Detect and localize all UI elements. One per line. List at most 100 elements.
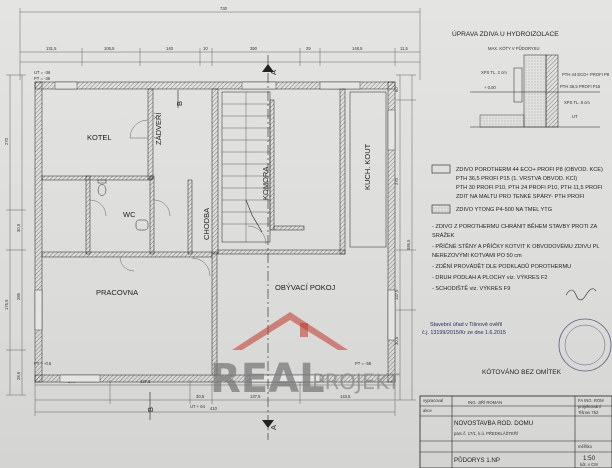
- note-1: - ZDIVO Z POROTHERMU CHRÁNIT BĚHEM STAVB…: [432, 222, 598, 230]
- approval-stamp-line2: č.j. 13199/2015/Kr ze dne 1.6.2015: [422, 330, 506, 336]
- section-marker-a-bottom: A: [269, 425, 278, 430]
- detail-label-pth44: PTH 44 ECO+ PROFI P8: [562, 72, 610, 77]
- legend-item-3: PTH 30 PROFI P10, PTH 24 PROFI P10, PTH …: [456, 185, 603, 191]
- dim-left-4: 175,5: [4, 299, 9, 310]
- room-label-chodba: CHODBA: [202, 208, 211, 240]
- dim-right-3: 586,5: [406, 239, 411, 250]
- level-label-4: UT + 64: [190, 404, 206, 409]
- title-block-firm2: projektování: [578, 404, 602, 409]
- logo-real-text: REAL: [210, 356, 325, 402]
- detail-level: + 0,00: [484, 85, 496, 90]
- official-round-stamp: [558, 318, 612, 372]
- door-swings: [89, 119, 267, 277]
- title-block-parcel: parc.č. 17/1, k.ú. PŘEDKLÁŠTEŘÍ: [454, 431, 519, 436]
- dim-left-1: 270: [4, 137, 9, 145]
- dim-top-8: 11,5: [400, 46, 409, 51]
- komora-wall: [269, 99, 275, 231]
- legend-item-4: ZDIT NA MALTU PRO TENKÉ SPÁRY- PTH PROFI: [456, 193, 585, 200]
- kotovano-note: KÓTOVÁNO BEZ OMÍTEK: [482, 367, 562, 376]
- internal-walls: [41, 88, 346, 376]
- detail-waterproofing: ÚPRAVA ZDIVA U HYDROIZOLACE MAX. KÓTY V …: [452, 29, 610, 128]
- note-3: - PŘÍČNÉ STĚNY A PŘÍČKY KOTVIT K OBVODOV…: [432, 242, 600, 250]
- room-label-zadveri: ZÁDVEŘÍ: [154, 112, 163, 145]
- dim-top-4: 10: [203, 46, 208, 51]
- section-line-b: [149, 90, 179, 420]
- title-block-address: Tišnov 752: [578, 410, 599, 415]
- dim-left-3: 30,5: [16, 223, 21, 232]
- level-label-2: PT = -36: [34, 76, 51, 81]
- detail-subtitle: MAX. KÓTY V PŮDORYSU: [488, 46, 540, 51]
- legend-item-2: PTH 36,5 PROFI P15 (1. VRSTVA OBVOD. KCÍ…: [456, 175, 577, 182]
- legend-swatch-porotherm: [431, 164, 451, 174]
- material-legend: ZDIVO POROTHERM 44 ECO+ PROFI P8 (OBVOD.…: [431, 164, 603, 214]
- title-block-vypracoval-label: vypracoval: [423, 398, 443, 403]
- room-label-komora: KOMORA: [261, 167, 270, 200]
- floor-level-labels: UT = -36 PT = -36 PT + -0.5 UT + 64 PT =…: [34, 70, 372, 409]
- dim-right-5: 30,5: [394, 336, 399, 345]
- title-block-vypracoval: ING. JIŘÍ ROMAN: [468, 400, 502, 405]
- approval-stamp-line1: Stavební úřad v Tišnově ověřil: [430, 322, 502, 328]
- detail-label-xps8: XPS TL. 8 cm: [564, 100, 590, 105]
- note-2: SRÁŽEK: [432, 231, 455, 239]
- section-marker-b-bottom: B: [146, 407, 155, 412]
- dim-right-4: 137,5: [394, 289, 399, 300]
- dim-right-1: 60: [394, 87, 399, 92]
- level-label-3: PT + -0.5: [34, 361, 52, 366]
- dim-left-2: 285: [16, 292, 21, 300]
- section-marker-b-top: B: [175, 101, 184, 106]
- room-label-wc: WC: [123, 210, 136, 219]
- dim-left-5: 28,5: [16, 371, 21, 380]
- realprojekt-logo: REAL PROJEKT: [210, 312, 400, 402]
- section-line-a: [262, 55, 274, 440]
- room-label-obyvaci-pokoj: OBÝVACÍ POKOJ: [275, 283, 336, 292]
- title-block-scale: 1:50: [583, 455, 596, 462]
- title-block-project: NOVOSTAVBA ROD. DOMU: [454, 420, 533, 427]
- legend-item-5: ZDIVO YTONG P4-500 NA TMEL YTG: [456, 207, 552, 213]
- logo-projekt-text: PROJEKT: [312, 370, 400, 394]
- room-label-kotel: KOTEL: [87, 133, 112, 142]
- room-label-kuch-kout: KUCH. KOUT: [363, 143, 372, 190]
- title-block-akce-label: akce: [423, 408, 433, 413]
- dim-bottom-total: 410: [210, 406, 218, 411]
- left-dimension-chain: 270 285 30,5 175,5 28,5: [4, 74, 26, 396]
- construction-notes: - ZDIVO Z POROTHERMU CHRÁNIT BĚHEM STAVB…: [432, 222, 600, 292]
- title-block-firm: FA ING. ROM: [578, 398, 604, 403]
- dim-bottom-3: 30,5: [196, 394, 205, 399]
- outer-walls: [34, 81, 396, 383]
- dim-overall-width: 730: [220, 6, 228, 11]
- note-4: NEREZOVÝMI KOTVAMI PO 50 cm: [432, 252, 522, 259]
- section-marker-a-top: A: [269, 70, 278, 75]
- note-6: - DRUH PODLAH A PLOCHY viz. VÝKRES F2: [432, 274, 548, 281]
- dim-bottom-4: 137,5: [250, 394, 261, 399]
- title-block-scale-label: měřítko: [578, 444, 593, 449]
- level-label-5: PT = -56: [355, 361, 372, 366]
- title-block-scale-note: kót. v CM: [580, 462, 598, 467]
- legend-swatch-ytong: [431, 204, 451, 214]
- title-block-drawing: PŮDORYS 1.NP: [454, 457, 500, 464]
- detail-label-xps2: XPS TL. 2 cm: [481, 70, 507, 75]
- top-dimension-chain: 730 131,5 106,5 140 10 350 25 148,5 11,5: [19, 6, 421, 80]
- note-5: - ZDĚNÍ PROVÁDĚT DLE PODKLADŮ POROTHERMU: [432, 262, 571, 270]
- wc-fixtures: [97, 179, 149, 231]
- komora-wall-bottom: [273, 225, 305, 231]
- right-dimension-chain: 60 270 586,5 137,5 30,5: [394, 74, 416, 401]
- detail-label-pth365: PTH 36,5 PROFI P15: [560, 84, 601, 89]
- level-label-1: UT = -36: [34, 70, 51, 75]
- title-block: vypracoval ING. JIŘÍ ROMAN akce NOVOSTAV…: [419, 395, 612, 468]
- dim-top-1: 131,5: [46, 46, 57, 51]
- kitchen-counter: [349, 91, 387, 248]
- signature-mark: [565, 288, 597, 301]
- dim-top-3: 140: [166, 46, 174, 51]
- dim-top-2: 106,5: [104, 46, 115, 51]
- dim-bottom-5: 143,5: [340, 394, 351, 399]
- detail-title: ÚPRAVA ZDIVA U HYDROIZOLACE: [452, 29, 559, 38]
- staircase: [221, 91, 271, 243]
- dim-top-7: 148,5: [352, 46, 363, 51]
- dim-right-2: 270: [394, 177, 399, 185]
- dim-top-6: 25: [306, 46, 311, 51]
- legend-item-1: ZDIVO POROTHERM 44 ECO+ PROFI P8 (OBVOD.…: [456, 167, 603, 173]
- note-7: - SCHODIŠTĚ viz. VÝKRES F9: [432, 284, 510, 292]
- room-label-pracovna: PRACOVNA: [96, 288, 138, 297]
